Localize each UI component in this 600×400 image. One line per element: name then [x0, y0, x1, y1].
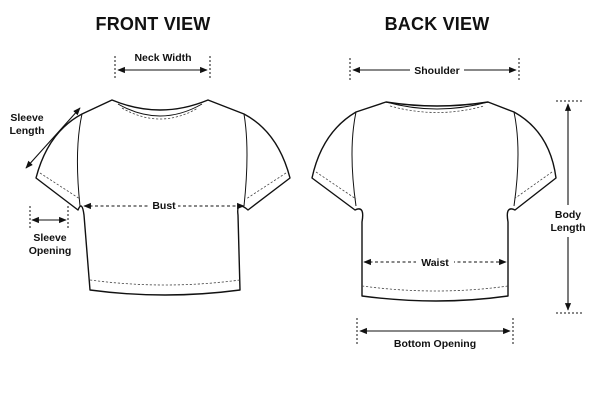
shoulder-label-bg: [410, 62, 464, 78]
neck-width-label: Neck Width: [134, 52, 191, 64]
front-bottom-hem: [89, 279, 241, 286]
sleeve-opening-label-line2: Opening: [29, 245, 72, 257]
body-length-label-line1: Body: [555, 209, 581, 221]
sleeve-length-arrow: [25, 107, 81, 169]
body-length-label-line2: Length: [551, 222, 586, 234]
waist-label: Waist: [421, 257, 449, 269]
front-neck-stitch: [121, 107, 199, 120]
back-neck-rib: [385, 101, 489, 110]
front-right-armhole: [243, 113, 248, 207]
sleeve-length-label-line1: Sleeve: [10, 112, 43, 124]
back-neck-stitch: [389, 105, 485, 113]
back-right-armhole: [513, 111, 519, 207]
sleeve-opening-label-line1: Sleeve: [33, 232, 66, 244]
body-length-label-bg: [548, 205, 588, 237]
back-view-title: BACK VIEW: [385, 14, 490, 34]
neck-width-label-bg: [134, 50, 192, 64]
sleeve-length-label-line2: Length: [10, 125, 45, 137]
front-neck-rib: [117, 103, 203, 117]
bust-label: Bust: [152, 200, 176, 212]
bottom-opening-label: Bottom Opening: [394, 338, 476, 350]
bust-label-bg: [150, 197, 178, 213]
back-shirt-outline: [311, 101, 557, 302]
back-left-armhole: [351, 111, 357, 207]
front-view-title: FRONT VIEW: [96, 14, 211, 34]
waist-label-bg: [416, 254, 454, 270]
back-shirt: [311, 101, 557, 302]
back-left-sleeve-hem: [315, 171, 357, 200]
shoulder-label: Shoulder: [414, 65, 460, 77]
back-bottom-hem: [361, 285, 509, 292]
